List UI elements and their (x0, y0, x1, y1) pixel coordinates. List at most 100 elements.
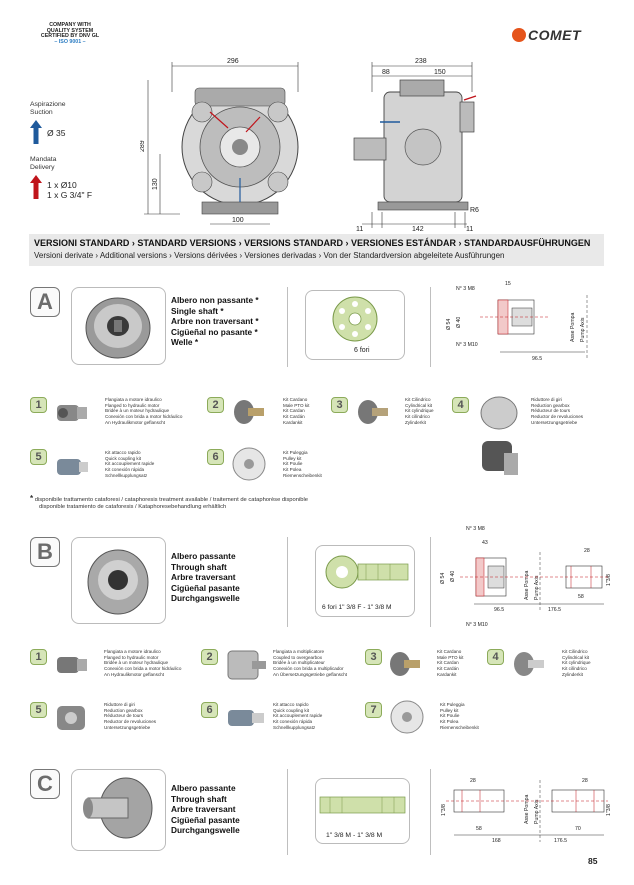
b-kit-6-image (224, 698, 268, 736)
delivery-it: Mandata (30, 156, 57, 163)
page-number: 85 (588, 856, 598, 866)
section-c-dimension-drawing: 28 28 1"3/8 1"3/8 58 70 168 176.5 Asse P… (441, 778, 612, 844)
a-kit-4-num: 4 (452, 397, 469, 413)
section-c-names: Albero passante Through shaft Arbre trav… (171, 783, 240, 836)
b-kit-6-num: 6 (201, 702, 218, 718)
b-d54: Ø 54 (440, 573, 446, 584)
a-m8: N° 3 M8 (456, 286, 475, 292)
a-kit-1-image (53, 393, 91, 431)
delivery-spec-2: 1 x G 3/4" F (47, 190, 93, 200)
footnote-star: * (30, 494, 34, 503)
section-c-divider-1 (287, 769, 288, 855)
dim-11a: 11 (356, 226, 363, 232)
dim-289: 289 (140, 140, 146, 152)
c-double-shaft-section-icon (446, 789, 608, 813)
b-axis-it: Asse Pompa (524, 570, 530, 600)
brand-name: COMET (528, 27, 582, 43)
c-axis-en: Pump Axis (534, 799, 540, 824)
suction-legend: Aspirazione Suction (30, 101, 66, 117)
delivery-legend: Mandata Delivery (30, 156, 56, 172)
b-43: 43 (482, 540, 488, 546)
through-shaft-icon (83, 777, 153, 839)
section-a-name-5: Welle * (171, 337, 199, 348)
b-965: 96.5 (494, 607, 504, 613)
footnote-line-1: disponibile trattamento cataforesi / cat… (34, 497, 309, 503)
footnote-line-2: disponible tratamiento de cataforesis / … (39, 504, 227, 510)
b-m10: N° 3 M10 (466, 622, 488, 628)
pto-kit-icon (234, 400, 264, 424)
cataphoresis-footnote: * disponibile trattamento cataforesi / c… (30, 495, 308, 511)
quick-coupling-icon (57, 459, 88, 475)
a-kit-5-image (53, 447, 91, 485)
section-c-name-2: Through shaft (171, 793, 227, 804)
dim-130: 130 (152, 178, 159, 190)
b-through-shaft-section-icon (460, 557, 608, 597)
section-b-name-4: Cigüeñal pasante (171, 582, 240, 593)
pulley-kit-icon (232, 447, 266, 481)
section-c-name-1: Albero passante (171, 783, 236, 793)
section-c-name-5: Durchgangswelle (171, 825, 240, 836)
quality-line2: QUALITY SYSTEM (46, 27, 94, 34)
section-b-dimension-drawing: N° 3 M8 43 28 Ø 54 Ø 40 96.5 176.5 58 1"… (440, 526, 612, 628)
dim-88: 88 (382, 69, 390, 76)
c-1765: 176.5 (554, 838, 567, 844)
quality-line3: CERTIFIED BY DNV GL (40, 33, 100, 40)
pto-kit-icon (390, 652, 420, 676)
versions-header: VERSIONI STANDARD › STANDARD VERSIONS › … (29, 234, 604, 266)
section-c-shaft-panel: 1" 3/8 M - 1" 3/8 M (315, 778, 410, 844)
section-a-photo (71, 287, 166, 365)
section-b-holes-panel: 6 fori 1" 3/8 F - 1" 3/8 M (315, 545, 415, 617)
section-a-name-3: Arbre non traversant * (171, 316, 259, 327)
a-axis-en: Pump Axis (580, 317, 586, 342)
a-kit-2-num: 2 (207, 397, 224, 413)
b-1765: 176.5 (548, 607, 561, 613)
pump-side-drawing: 238 88 150 11 142 11 R6 (353, 58, 479, 232)
dim-11b: 11 (466, 226, 473, 232)
section-b-name-5: Durchgangswelle (171, 593, 240, 604)
section-a-name-1: Albero non passante * (171, 295, 259, 305)
dim-r6: R6 (470, 207, 479, 214)
six-hole-flange-icon (332, 296, 378, 342)
b-kit-4-num: 4 (487, 649, 504, 665)
section-c-letter: C (30, 769, 60, 799)
dim-238: 238 (415, 58, 427, 65)
section-a-letter: A (30, 287, 60, 317)
cylindrical-kit-icon (514, 652, 544, 676)
b-28: 28 (584, 548, 590, 554)
b-axis-en: Pump Axis (534, 575, 540, 600)
suction-arrow-icon (30, 120, 42, 144)
section-a-names: Albero non passante * Single shaft * Arb… (171, 295, 259, 348)
section-b-names: Albero passante Through shaft Arbre trav… (171, 551, 240, 604)
section-b-name-2: Through shaft (171, 561, 227, 572)
b-kit-3-image (386, 645, 424, 683)
delivery-spec-1: 1 x Ø10 (47, 180, 77, 190)
section-b-photo (71, 537, 166, 624)
pulley-kit-icon (390, 700, 424, 734)
section-c-shaft-label: 1" 3/8 M - 1" 3/8 M (326, 832, 383, 839)
a-kit-6-num: 6 (207, 449, 224, 465)
a-m10: N° 3 M10 (456, 342, 478, 348)
versions-title: VERSIONI STANDARD › STANDARD VERSIONS › … (34, 238, 591, 248)
section-c-photo (71, 769, 166, 851)
section-b-letter: B (30, 537, 60, 567)
a-shaft-section-icon (480, 299, 550, 335)
section-c-name-3: Arbre traversant (171, 804, 236, 815)
b-58: 58 (578, 594, 584, 600)
c-168: 168 (492, 838, 501, 844)
quality-line1: COMPANY WITH (49, 22, 91, 28)
dim-142: 142 (412, 226, 424, 232)
logo-dot-icon (512, 28, 526, 42)
delivery-en: Delivery (30, 164, 55, 171)
dim-100: 100 (232, 217, 244, 224)
c-axis-it: Asse Pompa (524, 794, 530, 824)
suction-diameter: Ø 35 (47, 128, 66, 138)
section-a-name-4: Cigüeñal no pasante * (171, 326, 258, 337)
